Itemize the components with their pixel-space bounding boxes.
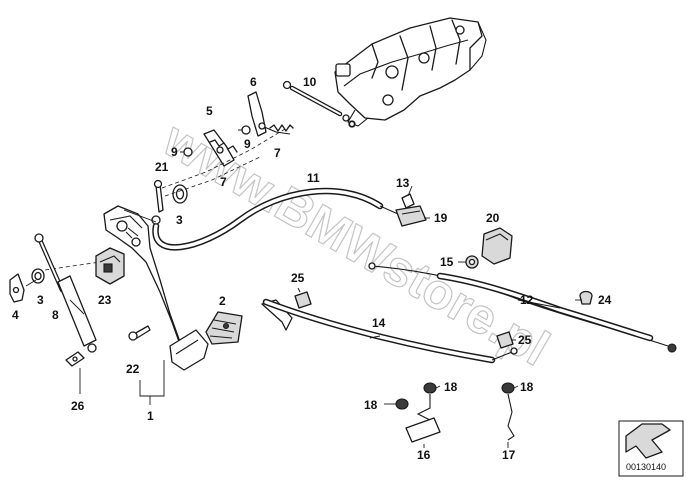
callout-15: 15 [440,255,454,269]
diagram-id-text: 00130140 [626,462,666,472]
bracket-part-5 [203,129,238,167]
callout-18-a: 18 [444,380,458,394]
grommet-part-25-upper [294,291,312,309]
bracket-part-23 [95,247,125,285]
callout-3-left: 3 [37,293,44,307]
callout-22: 22 [126,362,140,376]
callout-25-upper: 25 [291,271,305,285]
callout-18-b: 18 [364,398,378,412]
clip-part-9 [180,125,251,157]
leader-lines [25,185,582,448]
bolt-part-22 [128,325,151,341]
grommet-part-18-b [395,398,409,410]
alignment-line-lower [164,155,263,197]
pedal-pad-part-2 [205,311,243,345]
callout-8: 8 [52,308,59,322]
brake-pedal-part-1 [103,205,209,371]
callout-12: 12 [520,293,534,307]
clip-part-26 [65,351,85,367]
alignment-line-upper [161,125,291,189]
clip-part-4 [9,273,25,303]
bushing-part-3-upper [172,184,188,204]
clip-part-13 [401,193,415,209]
callout-26: 26 [71,399,85,413]
callout-17: 17 [502,448,516,462]
callout-25-lower: 25 [518,333,532,347]
diagram-id-box: 00130140 [618,420,684,477]
callout-24: 24 [598,293,612,307]
bolt-part-21 [153,179,164,213]
nut-part-15 [465,255,479,269]
callout-7-lower: 7 [220,175,227,189]
cable-part-14 [261,298,518,364]
callout-18-c: 18 [520,380,534,394]
callout-10: 10 [303,75,317,89]
bracket-part-6 [247,91,294,137]
part-17-wire [507,393,515,441]
bushing-part-3-left [31,268,45,284]
block-part-20 [481,227,513,265]
callout-9-right: 9 [244,137,251,151]
pedal-bracket-assembly [334,17,487,128]
push-rod-part-10 [282,80,356,128]
callout-14: 14 [372,316,386,330]
callout-16: 16 [417,448,431,462]
callout-4: 4 [12,308,19,322]
callout-19: 19 [434,211,448,225]
gas-spring-part-8 [34,233,97,353]
callout-2: 2 [219,294,226,308]
grommet-part-25-lower [496,331,514,349]
callout-7-upper: 7 [274,146,281,160]
cable-part-11 [151,187,399,251]
callout-3-upper: 3 [176,213,183,227]
part-16-bracket [405,394,441,443]
callout-23: 23 [98,293,112,307]
grommet-part-18-c [501,382,515,394]
callout-1: 1 [147,409,154,423]
callout-21: 21 [155,160,169,174]
grommet-part-18-a [423,382,437,394]
callout-13: 13 [396,176,410,190]
plug-part-24 [579,290,593,305]
callout-20: 20 [486,211,500,225]
callout-9-left: 9 [171,145,178,159]
callout-6: 6 [250,75,257,89]
arrow-icon [625,423,671,459]
callout-5: 5 [206,104,213,118]
callout-11: 11 [307,171,320,185]
holder-part-19 [395,205,427,227]
